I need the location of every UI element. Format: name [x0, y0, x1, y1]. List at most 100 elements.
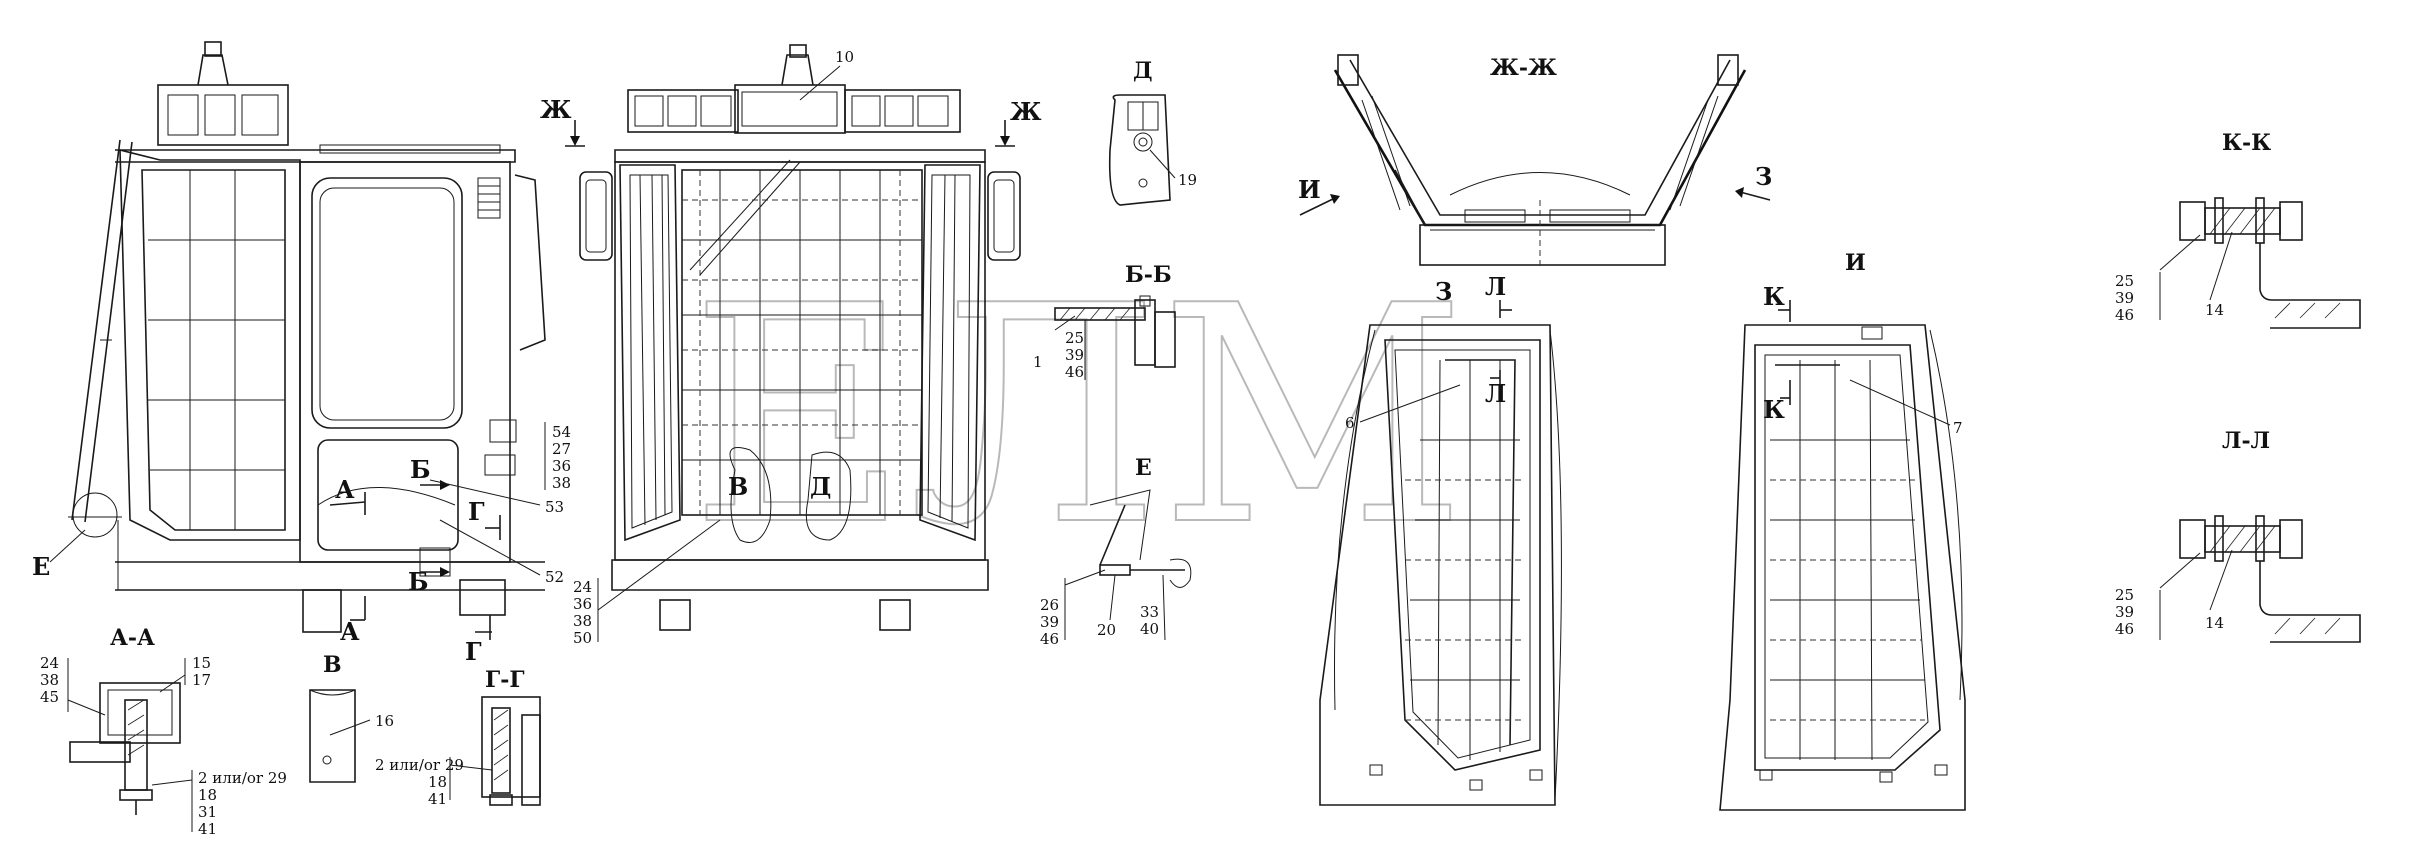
section-zh-zh: Ж-Ж — [1333, 54, 1747, 270]
label-z: З — [1435, 277, 1452, 306]
callout-7: 7 — [1849, 379, 1963, 437]
svg-text:52: 52 — [545, 568, 564, 586]
view-e: Е 26 39 46 20 33 40 — [1040, 455, 1192, 648]
svg-text:25: 25 — [2115, 586, 2134, 604]
callout-10: 10 — [799, 48, 854, 101]
marker-zh-left: Ж — [540, 95, 585, 147]
svg-text:Г-Г: Г-Г — [485, 667, 525, 693]
view-bb: Б-Б 1 25 39 46 — [1033, 262, 1176, 381]
marker-l-mid: Л — [1485, 370, 1506, 408]
svg-text:А-А: А-А — [110, 625, 155, 651]
svg-text:24: 24 — [40, 654, 59, 672]
marker-e-left: Е — [32, 529, 86, 581]
svg-text:Г: Г — [465, 637, 482, 666]
svg-text:18: 18 — [198, 786, 217, 804]
svg-text:Ж: Ж — [540, 95, 572, 124]
svg-text:Л-Л: Л-Л — [2222, 428, 2270, 454]
svg-text:24: 24 — [573, 578, 592, 596]
svg-text:26: 26 — [1040, 596, 1059, 614]
front-view — [579, 44, 1021, 631]
svg-text:19: 19 — [1178, 171, 1197, 189]
svg-text:14: 14 — [2205, 614, 2224, 632]
svg-text:50: 50 — [573, 629, 592, 647]
svg-text:К-К: К-К — [2222, 130, 2271, 156]
svg-text:27: 27 — [552, 440, 571, 458]
svg-text:14: 14 — [2205, 301, 2224, 319]
svg-text:Л: Л — [1485, 272, 1506, 301]
svg-text:Ж-Ж: Ж-Ж — [1490, 55, 1557, 81]
callout-6: 6 — [1345, 384, 1461, 432]
svg-text:Л: Л — [1485, 379, 1506, 408]
section-aa: А-А 24 38 45 15 17 2 или/or 29 18 31 41 — [40, 625, 287, 838]
section-gg: Г-Г 2 или/or 29 18 41 — [375, 667, 541, 808]
callout-54-stack: 54 27 36 38 — [544, 422, 571, 492]
marker-a-top: А — [329, 475, 366, 515]
watermark: ЕЛМ — [690, 242, 1467, 591]
view-z — [1319, 324, 1562, 806]
svg-text:А: А — [335, 475, 355, 504]
marker-g-bottom: Г — [465, 615, 492, 666]
view-d: Д 19 — [1108, 58, 1197, 206]
svg-text:25: 25 — [2115, 272, 2134, 290]
svg-text:Б: Б — [408, 567, 429, 596]
svg-text:А: А — [340, 617, 360, 646]
side-view — [68, 41, 546, 633]
marker-b-top: Б — [410, 455, 450, 490]
callout-53: 53 — [429, 479, 564, 516]
svg-text:Б: Б — [410, 455, 431, 484]
svg-text:46: 46 — [2115, 620, 2134, 638]
marker-i-arrow: И — [1298, 175, 1340, 216]
svg-text:18: 18 — [428, 773, 447, 791]
svg-text:З: З — [1435, 277, 1452, 306]
svg-text:И: И — [1845, 250, 1866, 276]
svg-text:15: 15 — [192, 654, 211, 672]
svg-text:К: К — [1763, 282, 1785, 311]
svg-text:31: 31 — [198, 803, 217, 821]
marker-g-top: Г — [468, 497, 501, 540]
svg-text:Б-Б: Б-Б — [1125, 262, 1172, 288]
svg-text:В: В — [323, 652, 342, 678]
svg-text:33: 33 — [1140, 603, 1159, 621]
marker-d-front: Д — [810, 472, 831, 501]
svg-text:25: 25 — [1065, 329, 1084, 347]
svg-text:41: 41 — [198, 820, 217, 838]
svg-text:45: 45 — [40, 688, 59, 706]
marker-b-bottom: Б — [408, 567, 450, 596]
svg-text:Д: Д — [810, 472, 831, 501]
svg-text:41: 41 — [428, 790, 447, 808]
svg-text:38: 38 — [40, 671, 59, 689]
svg-text:2 или/or 29: 2 или/or 29 — [198, 769, 287, 787]
svg-text:46: 46 — [1040, 630, 1059, 648]
view-i: И — [1719, 250, 1966, 811]
callout-52: 52 — [439, 519, 564, 586]
svg-text:20: 20 — [1097, 621, 1116, 639]
svg-text:И: И — [1298, 175, 1321, 204]
svg-text:38: 38 — [552, 474, 571, 492]
svg-text:Е: Е — [32, 552, 50, 581]
svg-text:38: 38 — [573, 612, 592, 630]
svg-text:54: 54 — [552, 423, 571, 441]
section-kk: К-К 25 39 46 14 — [2115, 130, 2361, 329]
svg-text:16: 16 — [375, 712, 394, 730]
marker-k-top: К — [1763, 282, 1791, 322]
svg-text:39: 39 — [2115, 603, 2134, 621]
callout-24-stack: 24 36 38 50 — [573, 519, 721, 647]
svg-text:36: 36 — [573, 595, 592, 613]
svg-text:2 или/or 29: 2 или/or 29 — [375, 756, 464, 774]
svg-text:Д: Д — [1133, 58, 1153, 84]
svg-text:40: 40 — [1140, 620, 1159, 638]
svg-text:7: 7 — [1953, 419, 1963, 437]
view-v: В 16 — [309, 652, 394, 783]
marker-z-arrow: З — [1735, 162, 1772, 201]
svg-text:46: 46 — [2115, 306, 2134, 324]
svg-text:Ж: Ж — [1010, 97, 1042, 126]
svg-text:6: 6 — [1345, 414, 1355, 432]
svg-text:Г: Г — [468, 497, 485, 526]
svg-text:10: 10 — [835, 48, 854, 66]
marker-l-top: Л — [1485, 272, 1512, 318]
svg-text:Е: Е — [1135, 455, 1152, 481]
svg-text:1: 1 — [1033, 353, 1043, 371]
svg-text:В: В — [728, 472, 748, 501]
svg-text:53: 53 — [545, 498, 564, 516]
